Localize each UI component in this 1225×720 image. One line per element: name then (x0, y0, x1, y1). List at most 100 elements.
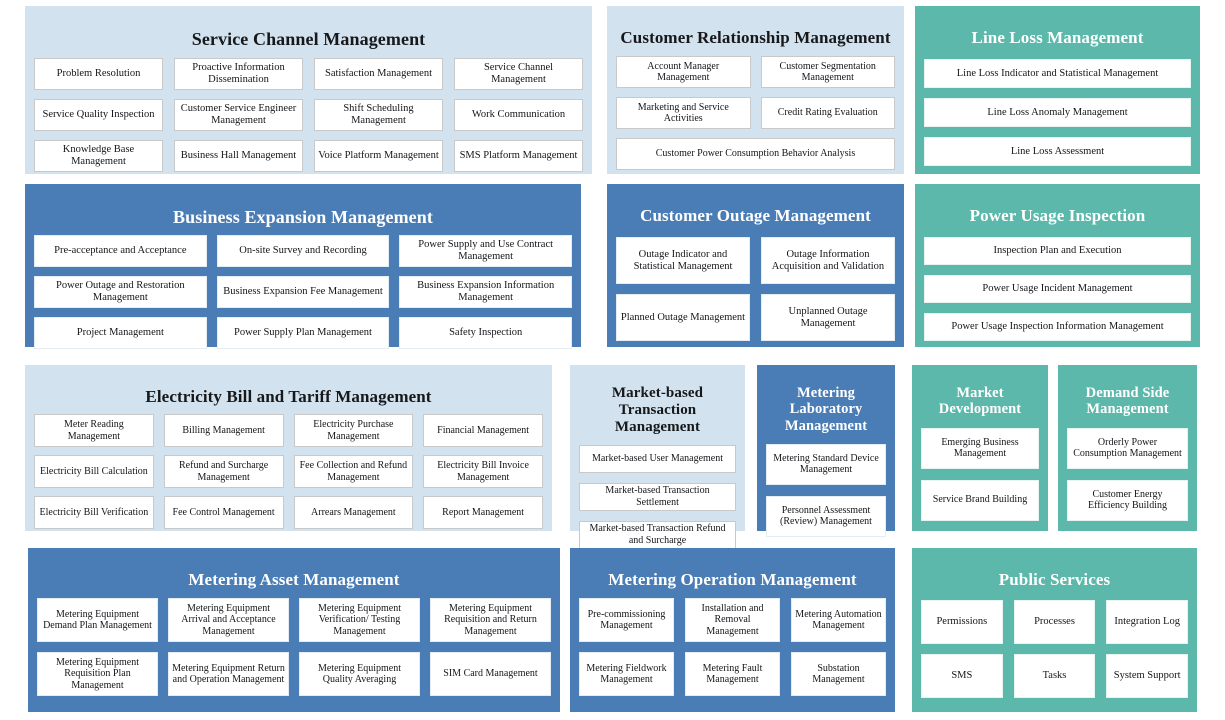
panel-business-expansion-management: Business Expansion Management Pre-accept… (25, 184, 581, 350)
tile[interactable]: Marketing and Service Activities (616, 97, 751, 130)
panel-market-based-transaction-management: Market-based Transaction Management Mark… (570, 365, 745, 549)
tile[interactable]: Line Loss Anomaly Management (924, 98, 1191, 128)
panel-metering-laboratory-management: Metering Laboratory Management Metering … (757, 365, 895, 537)
tile[interactable]: Market-based Transaction Refund and Surc… (579, 520, 736, 549)
tile[interactable]: Metering Fault Management (685, 652, 780, 697)
tile[interactable]: Meter Reading Management (34, 414, 154, 448)
tile[interactable]: Processes (1013, 600, 1096, 645)
tile[interactable]: Refund and Surcharge Management (163, 455, 284, 489)
panel-title: Public Services (998, 570, 1111, 590)
tile-grid: Problem Resolution Proactive Information… (34, 58, 583, 173)
panel-customer-relationship-management: Customer Relationship Management Account… (607, 6, 904, 174)
tile[interactable]: Permissions (921, 600, 1003, 645)
tile[interactable]: Business Expansion Information Managemen… (399, 276, 572, 309)
tile[interactable]: Satisfaction Management (314, 58, 443, 91)
tile[interactable]: Safety Inspection (399, 317, 572, 350)
tile[interactable]: SMS Platform Management (454, 140, 583, 173)
tile[interactable]: Customer Power Consumption Behavior Anal… (616, 138, 895, 171)
tile[interactable]: Pre-commissioning Management (579, 598, 674, 643)
tile-grid: Account Manager Management Customer Segm… (616, 56, 895, 171)
tile[interactable]: Installation and Removal Management (685, 598, 780, 643)
panel-title: Customer Outage Management (640, 206, 871, 226)
tile[interactable]: SMS (921, 654, 1003, 699)
panel-title: Market-based Transaction Management (611, 385, 704, 436)
tile[interactable]: Power Usage Inspection Information Manag… (924, 313, 1191, 342)
tile[interactable]: Financial Management (423, 414, 543, 448)
panel-electricity-bill-and-tariff-management: Electricity Bill and Tariff Management M… (25, 365, 552, 531)
panel-title: Demand Side Management (1085, 385, 1170, 418)
tile[interactable]: Voice Platform Management (314, 140, 443, 173)
tile[interactable]: Metering Fieldwork Management (579, 652, 674, 697)
tile-grid: Emerging Business Management Service Bra… (921, 427, 1039, 522)
tile[interactable]: Electricity Bill Invoice Management (423, 455, 543, 489)
tile[interactable]: Problem Resolution (34, 58, 163, 91)
tile[interactable]: Customer Energy Efficiency Building (1067, 479, 1188, 521)
tile[interactable]: Pre-acceptance and Acceptance (34, 235, 207, 268)
tile[interactable]: Orderly Power Consumption Management (1067, 427, 1188, 469)
tile[interactable]: Account Manager Management (616, 56, 751, 89)
tile[interactable]: Proactive Information Dissemination (174, 58, 303, 91)
tile[interactable]: Metering Equipment Demand Plan Managemen… (37, 598, 158, 643)
tile-grid: Line Loss Indicator and Statistical Mana… (924, 59, 1191, 167)
tile-grid: Metering Equipment Demand Plan Managemen… (37, 598, 551, 702)
tile[interactable]: Customer Service Engineer Management (174, 99, 303, 132)
tile[interactable]: Report Management (423, 496, 543, 530)
tile[interactable]: Service Brand Building (921, 479, 1039, 521)
tile[interactable]: Metering Equipment Arrival and Acceptanc… (168, 598, 289, 643)
tile[interactable]: Outage Indicator and Statistical Managem… (616, 237, 750, 285)
tile[interactable]: Metering Standard Device Management (766, 443, 886, 485)
tile[interactable]: Power Usage Incident Management (924, 275, 1191, 304)
tile-grid: Pre-acceptance and Acceptance On-site Su… (34, 235, 572, 350)
tile[interactable]: Power Supply Plan Management (216, 317, 390, 350)
tile[interactable]: Metering Equipment Verification/ Testing… (299, 598, 420, 643)
panel-title: Customer Relationship Management (620, 28, 891, 48)
tile[interactable]: Unplanned Outage Management (761, 294, 895, 342)
tile-grid: Inspection Plan and Execution Power Usag… (924, 237, 1191, 342)
tile[interactable]: Market-based Transaction Settlement (579, 482, 736, 511)
tile[interactable]: Power Outage and Restoration Management (34, 276, 207, 309)
tile[interactable]: Metering Equipment Requisition and Retur… (430, 598, 551, 643)
tile[interactable]: Metering Equipment Requisition Plan Mana… (37, 652, 158, 697)
panel-service-channel-management: Service Channel Management Problem Resol… (25, 6, 592, 174)
tile[interactable]: System Support (1106, 654, 1188, 699)
tile[interactable]: Market-based User Management (579, 444, 736, 473)
panel-metering-asset-management: Metering Asset Management Metering Equip… (28, 548, 560, 712)
tile[interactable]: Work Communication (454, 99, 583, 132)
tile[interactable]: Line Loss Indicator and Statistical Mana… (924, 59, 1191, 89)
tile[interactable]: Metering Equipment Quality Averaging (299, 652, 420, 697)
tile[interactable]: Emerging Business Management (921, 427, 1039, 469)
tile[interactable]: Customer Segmentation Management (760, 56, 895, 89)
tile[interactable]: Credit Rating Evaluation (760, 97, 895, 130)
tile[interactable]: Tasks (1013, 654, 1096, 699)
tile[interactable]: Electricity Bill Verification (34, 496, 154, 530)
tile[interactable]: SIM Card Management (430, 652, 551, 697)
tile[interactable]: Service Channel Management (454, 58, 583, 91)
tile[interactable]: Substation Management (791, 652, 886, 697)
tile[interactable]: Knowledge Base Management (34, 140, 163, 173)
panel-title: Metering Laboratory Management (784, 385, 868, 434)
tile[interactable]: Electricity Bill Calculation (34, 455, 154, 489)
tile[interactable]: Project Management (34, 317, 207, 350)
tile[interactable]: Integration Log (1106, 600, 1188, 645)
tile[interactable]: Outage Information Acquisition and Valid… (761, 237, 895, 285)
tile[interactable]: Inspection Plan and Execution (924, 237, 1191, 266)
tile[interactable]: Metering Equipment Return and Operation … (168, 652, 289, 697)
tile[interactable]: Fee Collection and Refund Management (293, 455, 414, 489)
panel-title: Power Usage Inspection (969, 206, 1146, 226)
tile[interactable]: Personnel Assessment (Review) Management (766, 495, 886, 537)
tile[interactable]: Service Quality Inspection (34, 99, 163, 132)
tile[interactable]: Planned Outage Management (616, 294, 750, 342)
tile[interactable]: On-site Survey and Recording (216, 235, 390, 268)
panel-power-usage-inspection: Power Usage Inspection Inspection Plan a… (915, 184, 1200, 347)
tile[interactable]: Line Loss Assessment (924, 137, 1191, 167)
tile[interactable]: Business Expansion Fee Management (216, 276, 390, 309)
tile[interactable]: Arrears Management (293, 496, 414, 530)
tile[interactable]: Power Supply and Use Contract Management (399, 235, 572, 268)
tile[interactable]: Shift Scheduling Management (314, 99, 443, 132)
tile[interactable]: Electricity Purchase Management (293, 414, 414, 448)
tile[interactable]: Metering Automation Management (791, 598, 886, 643)
tile[interactable]: Business Hall Management (174, 140, 303, 173)
tile[interactable]: Fee Control Management (163, 496, 284, 530)
tile[interactable]: Billing Management (163, 414, 284, 448)
